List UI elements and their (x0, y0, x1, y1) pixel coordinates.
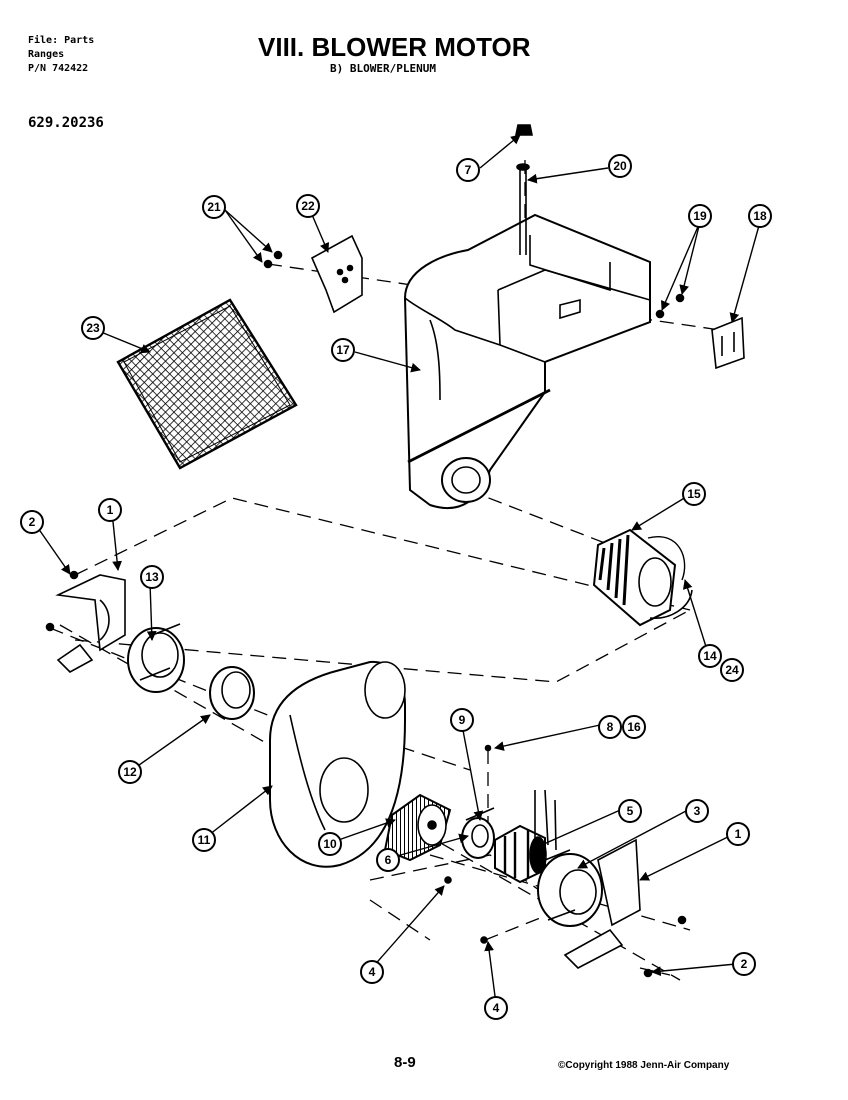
callout-9: 9 (450, 708, 474, 732)
svg-text:8: 8 (607, 720, 614, 734)
page-number: 8-9 (394, 1054, 416, 1071)
callout-7: 7 (456, 158, 480, 182)
svg-text:9: 9 (459, 713, 466, 727)
clamp-ring (209, 666, 255, 720)
callout-22: 22 (296, 194, 320, 218)
callout-bubbles: 7 20 21 22 19 18 23 17 15 2 1 13 14 24 9… (20, 154, 772, 1020)
copyright-notice: ©Copyright 1988 Jenn-Air Company (558, 1060, 730, 1071)
svg-text:2: 2 (29, 515, 36, 529)
svg-text:24: 24 (725, 663, 739, 677)
svg-text:23: 23 (86, 321, 100, 335)
callout-1-lower: 1 (726, 822, 750, 846)
callout-13: 13 (140, 565, 164, 589)
callout-11: 11 (192, 828, 216, 852)
svg-text:10: 10 (323, 837, 337, 851)
motor-mounting-ring (461, 807, 495, 859)
motor-cartridge (592, 528, 693, 627)
motor-end-plate (537, 849, 603, 927)
svg-text:13: 13 (145, 570, 159, 584)
callout-1-upper: 1 (98, 498, 122, 522)
callout-10: 10 (318, 832, 342, 856)
left-mounting-bracket (55, 574, 126, 673)
svg-text:4: 4 (493, 1001, 500, 1015)
svg-text:18: 18 (753, 209, 767, 223)
callout-16: 16 (622, 715, 646, 739)
callout-23: 23 (81, 316, 105, 340)
svg-text:2: 2 (741, 957, 748, 971)
callout-14: 14 (698, 644, 722, 668)
callout-5: 5 (618, 799, 642, 823)
callout-20: 20 (608, 154, 632, 178)
svg-text:3: 3 (694, 804, 701, 818)
svg-text:20: 20 (613, 159, 627, 173)
svg-text:4: 4 (369, 965, 376, 979)
category-line: Ranges (28, 49, 65, 60)
blower-housing (269, 660, 406, 868)
model-number: 629.20236 (28, 115, 104, 131)
svg-text:17: 17 (336, 343, 350, 357)
plenum-housing (403, 213, 651, 510)
svg-text:11: 11 (198, 833, 211, 847)
callout-2-upper: 2 (20, 510, 44, 534)
callout-3: 3 (685, 799, 709, 823)
page-title: VIII. BLOWER MOTOR (258, 32, 531, 62)
callout-15: 15 (682, 482, 706, 506)
svg-text:6: 6 (385, 853, 392, 867)
callout-6: 6 (376, 848, 400, 872)
file-line: File: Parts (28, 35, 95, 46)
callout-21: 21 (202, 195, 226, 219)
callout-leaders (37, 134, 761, 1005)
callout-4-right: 4 (484, 996, 508, 1020)
callout-12: 12 (118, 760, 142, 784)
long-screw (516, 163, 530, 255)
callout-24: 24 (720, 658, 744, 682)
svg-text:7: 7 (465, 163, 472, 177)
page-subtitle: B) BLOWER/PLENUM (330, 62, 436, 75)
blower-wheel (383, 793, 452, 862)
callout-4-left: 4 (360, 960, 384, 984)
svg-text:22: 22 (301, 199, 315, 213)
svg-text:15: 15 (687, 487, 701, 501)
svg-text:5: 5 (627, 804, 634, 818)
callout-19: 19 (688, 204, 712, 228)
callout-2-lower: 2 (732, 952, 756, 976)
svg-text:16: 16 (627, 720, 641, 734)
part-number-line: P/N 742422 (28, 63, 89, 74)
svg-text:21: 21 (207, 200, 221, 214)
svg-text:1: 1 (107, 503, 114, 517)
document-info: File: Parts Ranges P/N 742422 (28, 34, 94, 76)
svg-text:1: 1 (735, 827, 742, 841)
grease-filter (116, 298, 298, 470)
right-mounting-bracket (563, 838, 641, 969)
callout-18: 18 (748, 204, 772, 228)
callout-8: 8 (598, 715, 622, 739)
svg-text:14: 14 (703, 649, 717, 663)
svg-text:19: 19 (693, 209, 707, 223)
bracket (310, 234, 363, 314)
side-bracket (711, 316, 745, 370)
callout-17: 17 (331, 338, 355, 362)
cap-nut (515, 124, 533, 136)
inlet-collar (127, 623, 185, 693)
svg-text:12: 12 (123, 765, 137, 779)
